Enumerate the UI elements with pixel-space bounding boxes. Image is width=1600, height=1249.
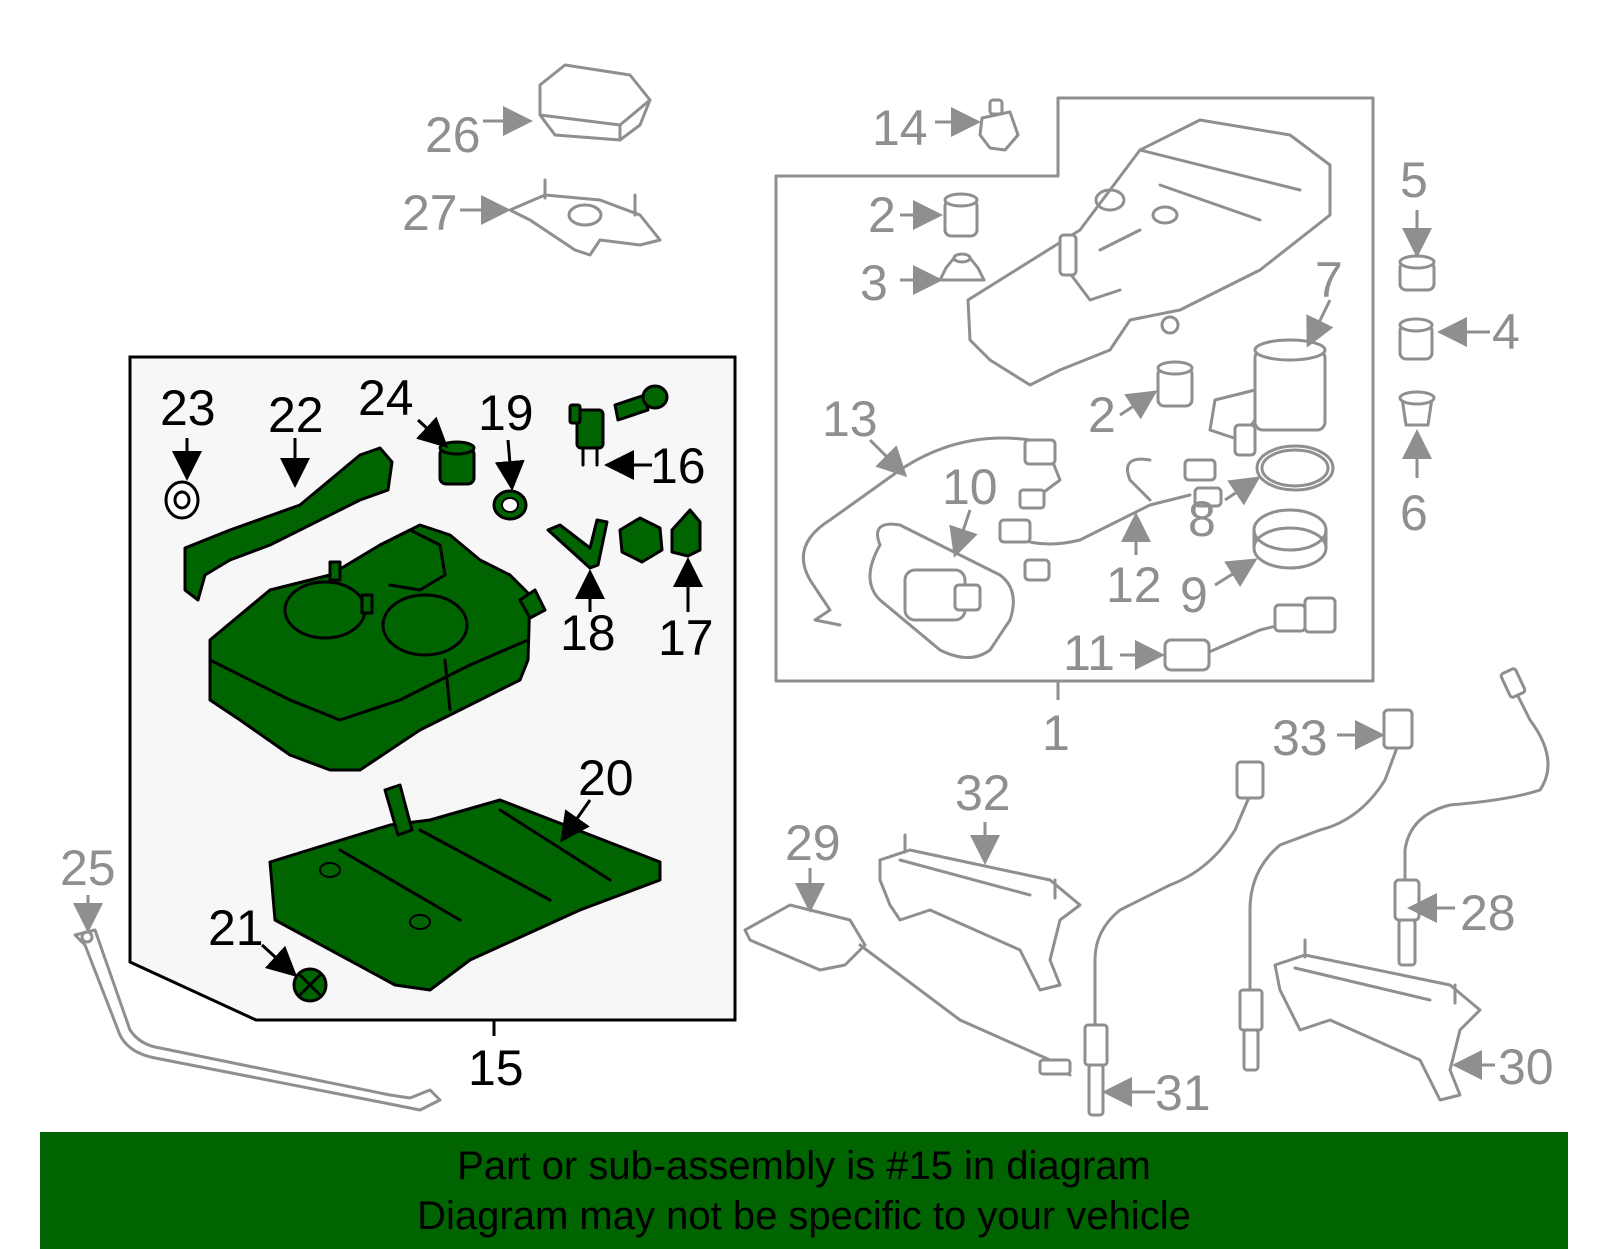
- part-31-oxygen-sensor: [1083, 760, 1265, 1117]
- banner-line-assembly: Part or sub-assembly is #15 in diagram: [457, 1144, 1151, 1188]
- callout-30: 30: [1498, 1039, 1554, 1095]
- callout-6: 6: [1400, 485, 1428, 541]
- callout-18: 18: [560, 605, 616, 661]
- part-9-lock-ring: [1252, 508, 1328, 570]
- part-7-pump-unit: [1208, 338, 1327, 457]
- callout-32: 32: [955, 765, 1011, 821]
- part-18-hose: [546, 518, 609, 570]
- callout-5: 5: [1400, 152, 1428, 208]
- arrow-19: [494, 439, 525, 491]
- callout-2-middle: 2: [1088, 387, 1116, 443]
- part-nut: [618, 516, 664, 564]
- info-banner: Part or sub-assembly is #15 in diagram D…: [40, 1132, 1568, 1249]
- callout-23: 23: [160, 380, 216, 436]
- part-26-module: [538, 63, 652, 142]
- callout-24: 24: [358, 370, 414, 426]
- part-32-bracket: [878, 833, 1082, 992]
- callout-4: 4: [1492, 304, 1520, 360]
- part-14-cap: [978, 98, 1020, 152]
- part-16-valve: [568, 403, 605, 467]
- callout-9: 9: [1180, 567, 1208, 623]
- part-2-grommet-middle: [1156, 360, 1194, 408]
- banner-line-disclaimer: Diagram may not be specific to your vehi…: [417, 1194, 1191, 1238]
- arrow-7: [1306, 299, 1334, 348]
- callout-33: 33: [1272, 710, 1328, 766]
- callout-25: 25: [60, 840, 116, 896]
- part-19-clamp: [492, 489, 528, 521]
- callout-7: 7: [1315, 252, 1343, 308]
- arrow-24: [416, 416, 449, 449]
- callout-3: 3: [860, 255, 888, 311]
- callout-20: 20: [578, 750, 634, 806]
- callout-27: 27: [402, 185, 458, 241]
- arrow-13: [868, 438, 908, 478]
- part-6-grommet: [1398, 390, 1436, 427]
- part-23-washer: [164, 480, 200, 520]
- part-29-sensor-module: [743, 903, 1072, 1077]
- callout-19: 19: [478, 385, 534, 441]
- callout-29: 29: [785, 815, 841, 871]
- part-13-harness: [801, 436, 1062, 627]
- arrow-2b: [1119, 390, 1158, 420]
- tank-top-part: [966, 118, 1332, 387]
- assembly-1-frame: [774, 96, 1375, 683]
- callout-21: 21: [208, 900, 264, 956]
- callout-15: 15: [468, 1040, 524, 1096]
- part-17-cap: [670, 508, 702, 558]
- callout-14: 14: [872, 100, 928, 156]
- callout-8: 8: [1188, 491, 1216, 547]
- callout-10: 10: [942, 459, 998, 515]
- arrow-8: [1224, 476, 1261, 506]
- arrow-9: [1214, 558, 1258, 588]
- callout-2-top: 2: [868, 187, 896, 243]
- part-2-grommet-top: [943, 192, 979, 238]
- part-28-sensor: [1393, 667, 1550, 967]
- callout-1: 1: [1042, 705, 1070, 761]
- part-bolt: [613, 384, 669, 422]
- callout-17: 17: [658, 610, 714, 666]
- callout-16: 16: [650, 438, 706, 494]
- arrow-21: [260, 943, 298, 978]
- arrow-10: [949, 509, 978, 558]
- part-10-fuel-pump: [868, 522, 1015, 659]
- callout-11: 11: [1063, 625, 1115, 681]
- callout-12: 12: [1106, 557, 1162, 613]
- part-4-bushing: [1398, 317, 1434, 361]
- part-5-grommet: [1398, 254, 1436, 292]
- arrow-20: [560, 799, 592, 843]
- callout-22: 22: [268, 387, 324, 443]
- part-27-bracket: [508, 178, 662, 257]
- part-24-grommet: [438, 440, 476, 486]
- part-3-grommet: [938, 252, 986, 282]
- callout-26: 26: [425, 107, 481, 163]
- part-33-sensor: [1238, 708, 1414, 1072]
- callout-13: 13: [822, 391, 878, 447]
- part-20-skid-plate: [268, 783, 662, 992]
- part-22-bracket: [183, 446, 394, 602]
- part-30-bracket: [1273, 938, 1482, 1102]
- part-12-harness: [998, 457, 1223, 582]
- part-fuel-tank: [208, 523, 547, 772]
- part-11-connector: [1163, 596, 1337, 672]
- callout-28: 28: [1460, 885, 1516, 941]
- callout-31: 31: [1155, 1065, 1211, 1121]
- part-21-plug: [292, 967, 328, 1003]
- part-8-seal-ring: [1255, 444, 1335, 492]
